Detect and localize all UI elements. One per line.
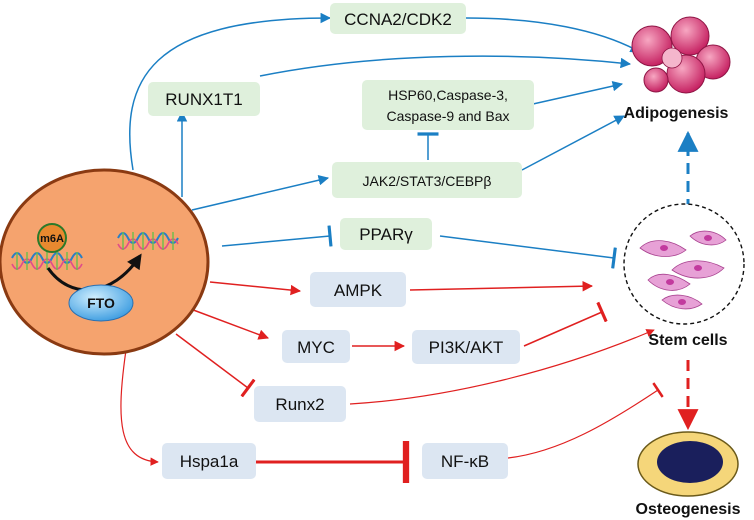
arrow-cell-to-ampk [209, 281, 302, 296]
node-runx2-box [254, 386, 346, 422]
node-ampk-label: AMPK [334, 281, 383, 300]
node-nfkb-box [422, 443, 508, 479]
inhibit-ppar-to-stemcells [439, 235, 617, 269]
node-hsp60-box [362, 80, 534, 130]
arrow-cell-to-hspa1a [120, 349, 159, 466]
arrow-cell-to-jak2 [191, 175, 330, 211]
node-runx1t1-box [148, 82, 260, 116]
arrow-ccna2-to-adipogenesis [465, 17, 641, 53]
node-pi3k-label: PI3K/AKT [429, 338, 504, 357]
arrow-jak2-to-adipogenesis [521, 115, 625, 171]
arrow-ampk-to-stemcells [409, 280, 594, 292]
node-runx1t1-label: RUNX1T1 [165, 90, 242, 109]
node-ccna2-label: CCNA2/CDK2 [344, 10, 452, 29]
adipocyte-cluster-icon [631, 16, 731, 94]
node-myc-label: MYC [297, 338, 335, 357]
node-hsp60-label-2: Caspase-9 and Bax [387, 108, 510, 124]
cell-body [0, 168, 210, 356]
arrow-hsp60-to-adipogenesis [532, 80, 624, 105]
node-ppar-box [340, 218, 432, 250]
node-jak2-label: JAK2/STAT3/CEBPβ [363, 173, 492, 189]
node-runx2-label: Runx2 [275, 395, 324, 414]
mrna-ticks-right [122, 232, 174, 250]
mrna-strand-right [117, 232, 179, 244]
node-ppar-label: PPARγ [359, 225, 413, 244]
node-hspa1a-label: Hspa1a [180, 452, 239, 471]
node-pi3k-box [412, 330, 520, 364]
node-jak2-box [332, 162, 522, 198]
node-hspa1a-box [162, 443, 256, 479]
inhibit-cell-to-ppar [221, 225, 333, 247]
node-nfkb-label: NF-κB [441, 452, 489, 471]
inhibit-pi3k-to-stemcells [523, 301, 608, 347]
osteocyte-icon [637, 431, 739, 497]
fto-label: FTO [87, 295, 115, 311]
m6a-label: m6A [40, 233, 64, 245]
inhibit-nfkb-to-stemcells [507, 382, 664, 459]
arrow-cell-to-ccna2 [129, 12, 332, 171]
stem-cells-icon [623, 203, 745, 325]
m6a-badge [37, 223, 67, 253]
arrow-runx2-to-stemcells [349, 329, 655, 405]
fto-protein [68, 284, 134, 322]
stem-cells-label: Stem cells [648, 332, 727, 349]
osteogenesis-label: Osteogenesis [636, 501, 741, 518]
inhibit-cell-to-runx2 [175, 333, 256, 398]
node-ccna2-box [330, 3, 466, 34]
arrow-cell-to-myc [187, 307, 269, 340]
node-ampk-box [310, 272, 406, 307]
mrna-ticks-left [16, 252, 78, 270]
cell: m6A FTO [0, 168, 210, 356]
adipogenesis-label: Adipogenesis [624, 105, 729, 122]
node-hsp60-label-1: HSP60,Caspase-3, [388, 87, 508, 103]
mrna-strand-right-2 [117, 238, 179, 250]
node-myc-box [282, 330, 350, 363]
arrow-runx1t1-to-adipogenesis [259, 55, 632, 77]
